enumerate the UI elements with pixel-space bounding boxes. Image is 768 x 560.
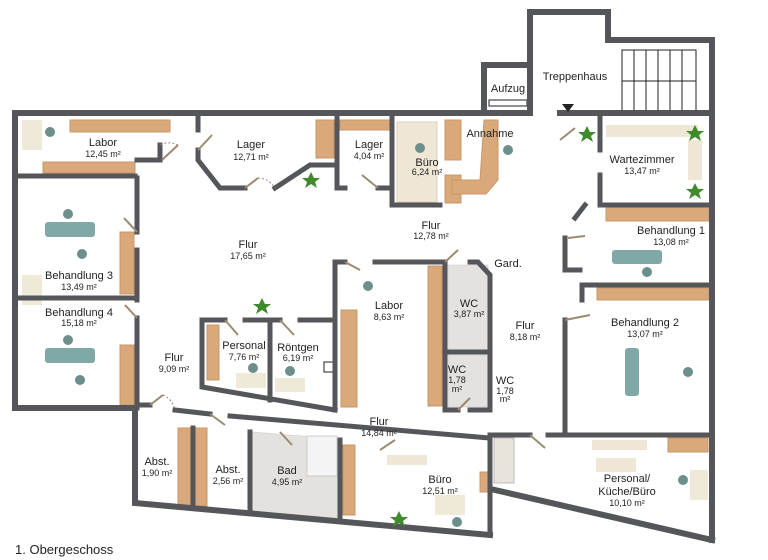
room-name: Labor <box>375 300 403 312</box>
chair-icon <box>503 145 513 155</box>
plant-icon <box>578 126 596 142</box>
room-name: Behandlung 1 <box>637 225 705 237</box>
plant-icon <box>686 183 704 199</box>
floor-caption: 1. Obergeschoss <box>15 542 114 557</box>
entrance-arrow-icon <box>562 104 574 112</box>
room-name: Behandlung 4 <box>45 307 113 319</box>
room-area: 2,56 m² <box>213 476 244 486</box>
room-name: Küche/Büro <box>598 486 655 498</box>
room-area: 8,18 m² <box>510 332 541 342</box>
room-name: WC <box>460 298 478 310</box>
chair-icon <box>248 363 258 373</box>
room-labels: Treppenhaus Aufzug Labor 12,45 m² Lager … <box>45 71 705 508</box>
plant-icon <box>390 511 408 527</box>
room-name: Flur <box>370 416 389 428</box>
room-name: Wartezimmer <box>610 154 675 166</box>
room-name: Annahme <box>466 128 513 140</box>
dental-chair-icon <box>612 250 662 264</box>
room-area: 13,47 m² <box>624 166 660 176</box>
chair-icon <box>415 143 425 153</box>
room-name: Röntgen <box>277 342 319 354</box>
room-name: WC <box>448 364 466 376</box>
chair-icon <box>683 367 693 377</box>
room-name: Treppenhaus <box>543 71 608 83</box>
plant-icon <box>686 125 704 141</box>
room-name: Büro <box>428 474 451 486</box>
room-area: 6,24 m² <box>412 167 443 177</box>
room-area: 15,18 m² <box>61 318 97 328</box>
chair-icon <box>642 267 652 277</box>
room-area-unit: m² <box>500 394 511 404</box>
dental-chair-icon <box>45 348 95 363</box>
equipment <box>22 120 708 527</box>
room-area: 13,49 m² <box>61 282 97 292</box>
room-name: Bad <box>277 465 297 477</box>
room-area: 10,10 m² <box>609 498 645 508</box>
room-area: 12,71 m² <box>233 152 269 162</box>
walls <box>12 9 716 544</box>
chair-icon <box>45 127 55 137</box>
furniture <box>42 119 710 516</box>
room-name: Aufzug <box>491 83 525 95</box>
room-name: Abst. <box>215 464 240 476</box>
chair-icon <box>77 249 87 259</box>
room-area: 3,87 m² <box>454 309 485 319</box>
room-name: Behandlung 3 <box>45 270 113 282</box>
chair-icon <box>285 366 295 376</box>
room-name: Flur <box>239 239 258 251</box>
chair-icon <box>678 475 688 485</box>
chair-icon <box>63 209 73 219</box>
room-name: Büro <box>415 157 438 169</box>
room-name: Flur <box>422 220 441 232</box>
room-name: Flur <box>516 320 535 332</box>
chair-icon <box>452 517 462 527</box>
room-area: 14,84 m² <box>361 428 397 438</box>
plants <box>253 125 704 527</box>
room-name: Lager <box>355 139 383 151</box>
room-area: 4,95 m² <box>272 477 303 487</box>
room-area: 6,19 m² <box>283 353 314 363</box>
room-name: Personal/ <box>604 473 651 485</box>
room-area: 7,76 m² <box>229 352 260 362</box>
room-name: Gard. <box>494 258 522 270</box>
plant-icon <box>253 298 271 314</box>
room-name: Labor <box>89 137 117 149</box>
plant-icon <box>302 172 320 188</box>
doors <box>123 127 591 451</box>
room-area: 9,09 m² <box>159 364 190 374</box>
room-name: Abst. <box>144 456 169 468</box>
room-area: 1,78 <box>448 375 466 385</box>
room-area: 1,90 m² <box>142 468 173 478</box>
chair-icon <box>75 375 85 385</box>
room-area: 13,07 m² <box>627 329 663 339</box>
room-area: 12,45 m² <box>85 149 121 159</box>
room-area: 17,65 m² <box>230 251 266 261</box>
room-name: Personal <box>222 340 265 352</box>
room-name: Behandlung 2 <box>611 317 679 329</box>
room-name: WC <box>496 375 514 387</box>
room-name: Flur <box>165 352 184 364</box>
room-area: 8,63 m² <box>374 312 405 322</box>
room-area: 12,51 m² <box>422 486 458 496</box>
dental-chair-icon <box>625 348 639 396</box>
room-area: 13,08 m² <box>653 237 689 247</box>
chair-icon <box>363 281 373 291</box>
room-area: 1,78 <box>496 386 514 396</box>
room-name: Lager <box>237 139 265 151</box>
room-area-unit: m² <box>452 384 463 394</box>
dental-chair-icon <box>45 222 95 237</box>
room-area: 12,78 m² <box>413 231 449 241</box>
room-area: 4,04 m² <box>354 151 385 161</box>
chair-icon <box>63 335 73 345</box>
